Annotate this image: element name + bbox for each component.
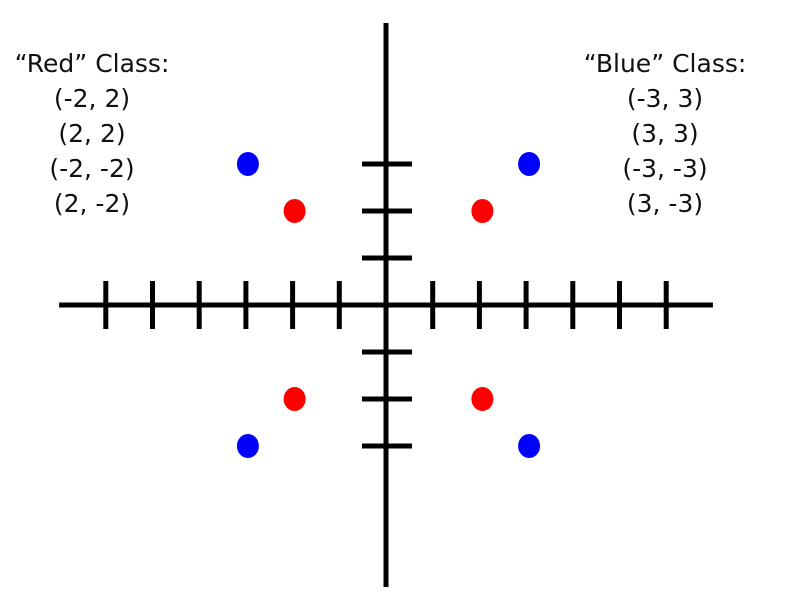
axes (59, 23, 713, 587)
blue-point (236, 434, 259, 458)
red-point-label: (2, -2) (53, 189, 131, 218)
red-point (471, 199, 494, 223)
blue-class-legend: “Blue” Class: (-3, 3) (3, 3) (-3, -3) (3… (575, 46, 755, 221)
blue-point-label: (-3, 3) (626, 84, 704, 113)
red-point-label: (2, 2) (58, 119, 126, 148)
red-point (283, 199, 306, 223)
data-points (236, 152, 541, 458)
axis-ticks (103, 161, 669, 449)
blue-point (518, 434, 541, 458)
red-class-title: “Red” Class: (14, 49, 170, 78)
blue-point (518, 152, 541, 176)
blue-point-label: (3, -3) (626, 189, 704, 218)
red-point (471, 387, 494, 411)
red-point-label: (-2, -2) (49, 154, 135, 183)
blue-point-label: (-3, -3) (622, 154, 708, 183)
red-point (283, 387, 306, 411)
blue-point (236, 152, 259, 176)
red-point-label: (-2, 2) (53, 84, 131, 113)
red-class-legend: “Red” Class: (-2, 2) (2, 2) (-2, -2) (2,… (12, 46, 172, 221)
blue-point-label: (3, 3) (631, 119, 699, 148)
blue-class-title: “Blue” Class: (583, 49, 747, 78)
